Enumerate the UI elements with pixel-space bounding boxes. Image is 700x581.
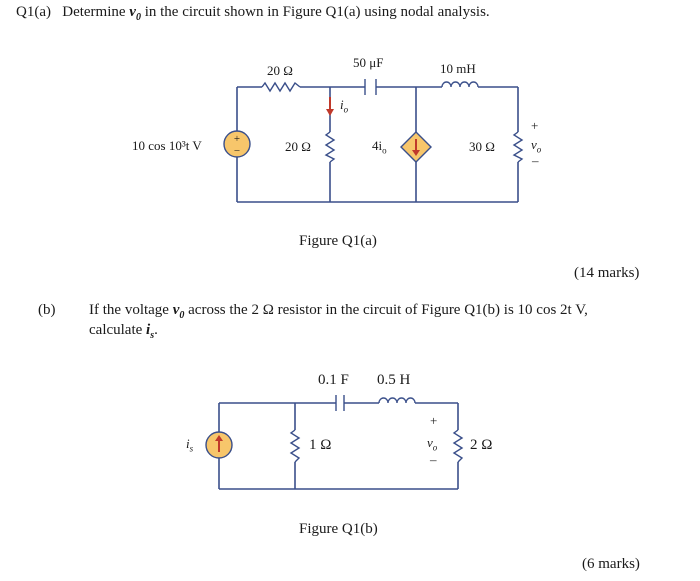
label-vo-b: vo [427,435,438,453]
inductor-0-5h [378,397,416,404]
voltage-source-a: + − [223,130,251,158]
label-is-b: is [186,436,194,454]
io-arrow [326,97,334,116]
question-1b-line2: calculate is. [89,322,158,341]
label-vo-minus: – [532,153,539,168]
inductor-10mh [441,81,479,88]
label-cap-b: 0.1 F [318,372,349,388]
resistor-mid-20ohm [324,131,336,163]
label-vo-a: vo [531,137,542,155]
question-1b-line1: If the voltage v0 across the 2 Ω resisto… [89,302,588,321]
label-r1-b: 1 Ω [309,437,332,453]
vo-symbol: v0 [129,4,141,23]
label-r-mid: 20 Ω [285,139,311,154]
capacitor-0-1f [335,395,345,411]
label-dependent: 4io [372,138,387,156]
dependent-current-source [400,131,432,163]
label-source: 10 cos 10³t V [132,138,202,153]
label-vo-minus-b: – [430,452,437,467]
label-r-top: 20 Ω [267,63,293,78]
question-number: Q1(a) [16,4,51,20]
label-vo-plus: + [531,118,539,133]
resistor-1ohm [289,429,301,463]
wires-a [236,86,519,203]
svg-text:−: − [234,145,240,157]
caption-figure-q1a: Figure Q1(a) [299,233,377,249]
label-r2-b: 2 Ω [470,437,493,453]
is-symbol: is [146,322,155,341]
caption-figure-q1b: Figure Q1(b) [299,521,378,537]
wires-b [218,402,459,490]
vo-symbol-b: v0 [172,302,185,321]
label-l-top: 10 mH [440,61,476,76]
label-c-top: 50 μF [353,55,384,70]
label-r-right: 30 Ω [469,139,495,154]
marks-a: (14 marks) [574,265,640,281]
label-vo-plus-b: + [430,413,438,428]
label-io: io [340,97,349,115]
marks-b: (6 marks) [582,556,640,572]
question-1b-label: (b) [38,302,56,318]
resistor-30ohm [512,131,524,163]
question-1a: Q1(a) Determine v0 in the circuit shown … [16,4,490,23]
svg-text:+: + [234,133,240,145]
current-source-is [205,431,233,459]
resistor-2ohm [452,429,464,463]
label-ind-b: 0.5 H [377,372,411,388]
capacitor-50uf [364,79,377,95]
resistor-top-20ohm [261,81,301,93]
